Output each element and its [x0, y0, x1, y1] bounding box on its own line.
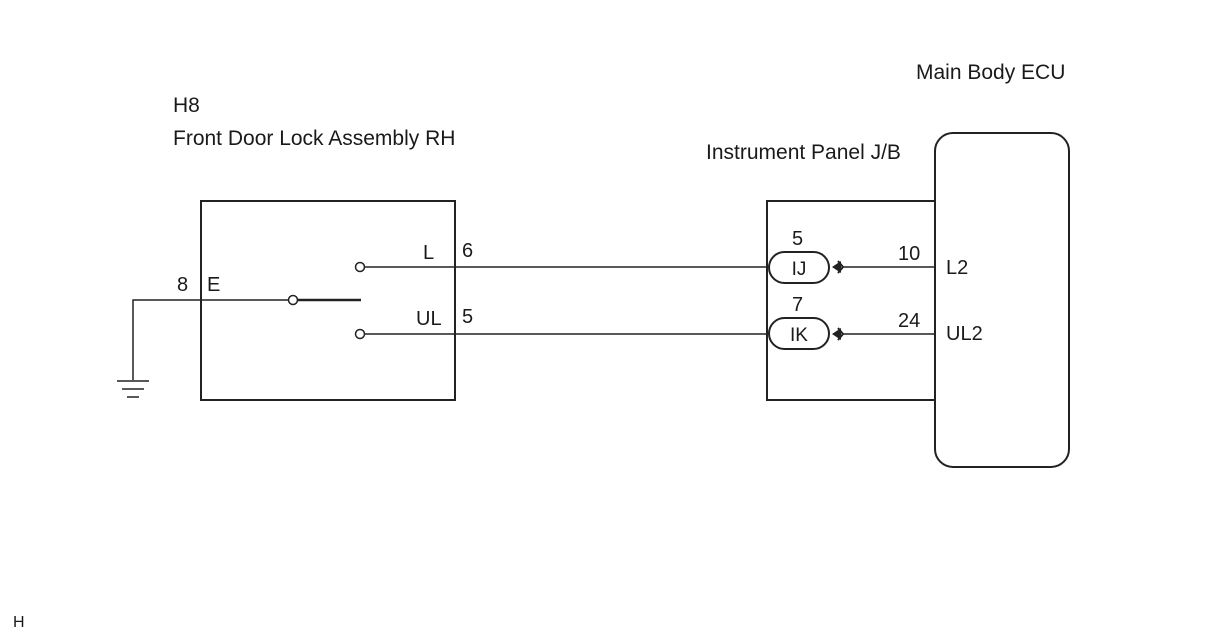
switch-pivot-terminal: [287, 294, 299, 306]
pin-l-label: L: [423, 242, 434, 264]
pin-ul-label: UL: [416, 308, 442, 330]
pin-e-label: E: [207, 274, 220, 296]
ik-pin-number: 7: [792, 294, 803, 316]
ecu-pin-10-number: 10: [898, 243, 920, 265]
ij-socket-icon: [832, 260, 845, 274]
switch-unlock-contact: [354, 328, 366, 340]
lock-assembly-title: Front Door Lock Assembly RH: [173, 127, 455, 150]
lock-connector-code: H8: [173, 94, 200, 117]
ground-wire: [132, 299, 201, 380]
pin-ul-number: 5: [462, 306, 473, 328]
ecu-pin-ul2-label: UL2: [946, 323, 983, 345]
connector-ik: [768, 317, 830, 350]
switch-lock-contact: [354, 261, 366, 273]
ground-icon: [117, 380, 149, 398]
connector-ij: [768, 251, 830, 284]
corner-mark: H: [13, 614, 25, 631]
ecu-title: Main Body ECU: [916, 61, 1065, 84]
ecu-pin-24-number: 24: [898, 310, 920, 332]
ecu-pin-l2-label: L2: [946, 257, 968, 279]
pin-l-number: 6: [462, 240, 473, 262]
ik-socket-icon: [832, 327, 845, 341]
ecu-box: [934, 132, 1070, 468]
ij-pin-number: 5: [792, 228, 803, 250]
connector-ik-label: IK: [790, 325, 808, 346]
pin-e-number: 8: [177, 274, 188, 296]
junction-block-title: Instrument Panel J/B: [706, 141, 901, 164]
connector-ij-label: IJ: [792, 259, 807, 280]
